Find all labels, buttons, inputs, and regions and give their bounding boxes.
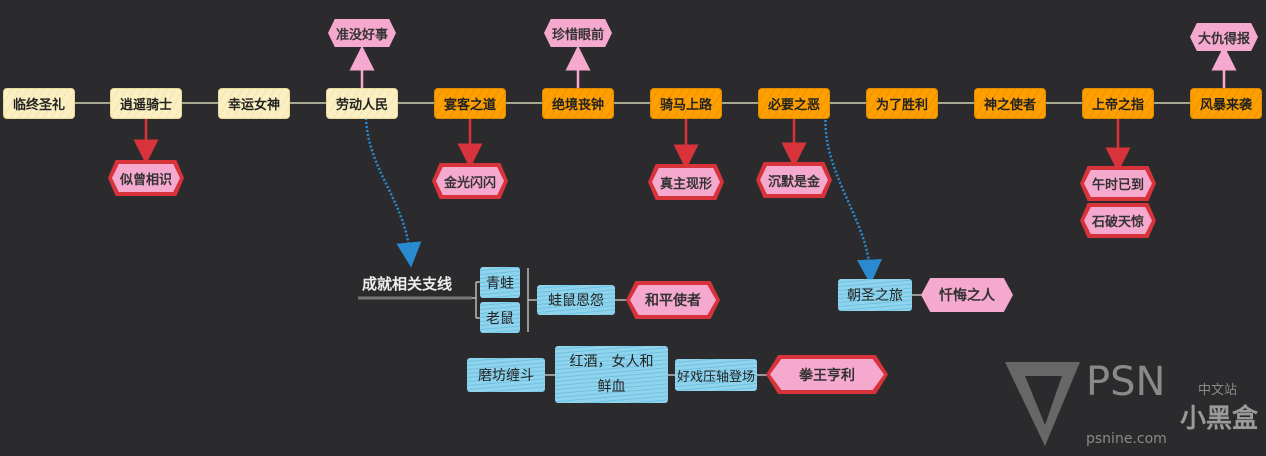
achievement-node[interactable]: 忏悔之人 <box>921 278 1013 312</box>
timeline-node[interactable]: 风暴来袭 <box>1190 88 1262 119</box>
achievement-node[interactable]: 大仇得报 <box>1190 23 1258 51</box>
achievement-node[interactable]: 拳王亨利 <box>766 355 888 394</box>
branch-node[interactable]: 好戏压轴登场 <box>675 359 757 391</box>
timeline-node[interactable]: 宴客之道 <box>434 88 506 119</box>
branch-node[interactable]: 磨坊缠斗 <box>467 358 545 392</box>
achievement-label: 似曾相识 <box>112 164 180 192</box>
watermark-site: 中文站 <box>1198 383 1238 398</box>
dotted-link <box>824 111 882 285</box>
watermark-psn: PSN <box>1086 359 1166 405</box>
branch-node[interactable]: 老鼠 <box>480 302 520 333</box>
achievement-node[interactable]: 似曾相识 <box>108 160 184 196</box>
achievement-node[interactable]: 和平使者 <box>626 281 720 319</box>
achievement-node[interactable]: 真主现形 <box>648 164 724 200</box>
achievement-node[interactable]: 午时已到 <box>1080 166 1156 201</box>
timeline-node[interactable]: 神之使者 <box>974 88 1046 119</box>
achievement-label: 午时已到 <box>1084 170 1152 197</box>
timeline-node[interactable]: 为了胜利 <box>866 88 938 119</box>
achievement-label: 拳王亨利 <box>770 359 884 390</box>
achievement-node[interactable]: 准没好事 <box>328 19 396 47</box>
achievement-node[interactable]: 沉默是金 <box>756 162 832 198</box>
watermark-url: psnine.com <box>1086 431 1167 447</box>
timeline-node[interactable]: 绝境丧钟 <box>542 88 614 119</box>
achievement-label: 金光闪闪 <box>436 167 504 195</box>
achievement-label: 真主现形 <box>652 168 720 196</box>
achievement-node[interactable]: 金光闪闪 <box>432 163 508 199</box>
achievement-label: 沉默是金 <box>760 166 828 194</box>
branch-node[interactable]: 青蛙 <box>480 267 520 298</box>
branch-bracket <box>472 281 480 319</box>
branch-title: 成就相关支线 <box>362 275 453 293</box>
achievement-node[interactable]: 石破天惊 <box>1080 203 1156 238</box>
timeline-node[interactable]: 临终圣礼 <box>3 88 75 119</box>
dotted-link <box>364 117 422 268</box>
timeline-node[interactable]: 骑马上路 <box>650 88 722 119</box>
timeline-node[interactable]: 幸运女神 <box>218 88 290 119</box>
timeline-node[interactable]: 上帝之指 <box>1082 88 1154 119</box>
branch-node[interactable]: 蛙鼠恩怨 <box>537 285 615 315</box>
watermark-brand: 小黑盒 <box>1180 404 1259 434</box>
branch-node[interactable]: 朝圣之旅 <box>838 279 912 311</box>
branch-node[interactable]: 红酒，女人和鲜血 <box>555 346 668 403</box>
achievement-label: 和平使者 <box>630 285 716 315</box>
achievement-node[interactable]: 珍惜眼前 <box>544 19 612 47</box>
timeline-node[interactable]: 必要之恶 <box>758 88 830 119</box>
timeline-node[interactable]: 劳动人民 <box>326 88 398 119</box>
timeline-node[interactable]: 逍遥骑士 <box>110 88 182 119</box>
achievement-label: 石破天惊 <box>1084 207 1152 234</box>
